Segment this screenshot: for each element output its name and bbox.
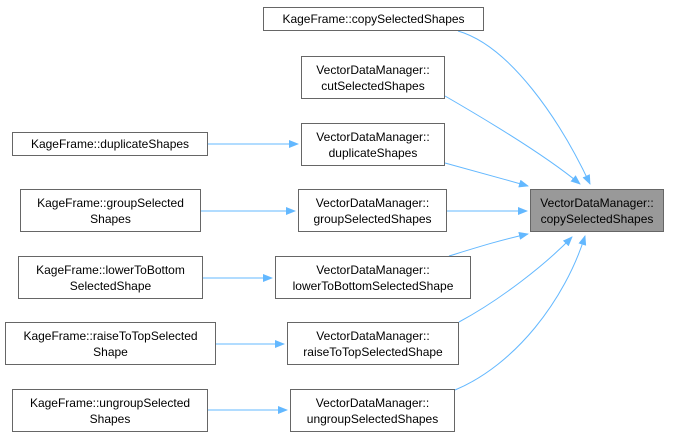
node-kageframe-lower-to-bottom-selected-shape[interactable]: KageFrame::lowerToBottom SelectedShape: [18, 256, 203, 299]
node-line: Shapes: [89, 411, 131, 426]
node-line: KageFrame::raiseToTopSelected: [23, 328, 198, 343]
node-line: copySelectedShapes: [540, 211, 654, 226]
node-vdm-cut-selected-shapes[interactable]: VectorDataManager:: cutSelectedShapes: [301, 56, 445, 99]
node-kageframe-duplicate-shapes[interactable]: KageFrame::duplicateShapes: [12, 132, 208, 156]
node-kageframe-group-selected-shapes[interactable]: KageFrame::groupSelected Shapes: [20, 189, 201, 232]
node-line: duplicateShapes: [328, 145, 418, 160]
edge-vdm_raise-to-focus: [458, 236, 573, 323]
node-line: raiseToTopSelectedShape: [303, 344, 443, 359]
node-kageframe-raise-to-top-selected-shape[interactable]: KageFrame::raiseToTopSelected Shape: [5, 322, 216, 365]
node-vdm-duplicate-shapes[interactable]: VectorDataManager:: duplicateShapes: [301, 123, 445, 166]
node-line: VectorDataManager::: [315, 395, 430, 410]
node-vdm-copy-selected-shapes: VectorDataManager:: copySelectedShapes: [530, 189, 664, 232]
node-line: VectorDataManager::: [316, 262, 430, 277]
node-line: KageFrame::ungroupSelected: [29, 395, 191, 410]
edge-vdm_cut-to-focus: [444, 95, 581, 185]
node-line: KageFrame::groupSelected: [37, 195, 184, 210]
node-line: VectorDataManager::: [316, 328, 430, 343]
node-line: VectorDataManager::: [316, 129, 430, 144]
edge-kf_copy-to-focus: [457, 30, 591, 185]
edge-vdm_lower-to-focus: [448, 231, 529, 257]
node-line: ungroupSelectedShapes: [306, 411, 439, 426]
node-line: KageFrame::lowerToBottom: [36, 262, 185, 277]
node-vdm-ungroup-selected-shapes[interactable]: VectorDataManager:: ungroupSelectedShape…: [290, 389, 455, 432]
edge-vdm_ungroup-to-focus: [454, 235, 587, 391]
node-line: groupSelectedShapes: [313, 211, 432, 226]
node-line: cutSelectedShapes: [321, 78, 425, 93]
node-kageframe-ungroup-selected-shapes[interactable]: KageFrame::ungroupSelected Shapes: [12, 389, 208, 432]
node-kageframe-copy-selected-shapes[interactable]: KageFrame::copySelectedShapes: [263, 7, 484, 31]
node-line: KageFrame::copySelectedShapes: [282, 12, 465, 26]
node-line: Shape: [93, 344, 128, 359]
node-line: VectorDataManager::: [316, 62, 430, 77]
node-line: lowerToBottomSelectedShape: [292, 278, 454, 293]
node-vdm-raise-to-top-selected-shape[interactable]: VectorDataManager:: raiseToTopSelectedSh…: [287, 322, 459, 365]
node-vdm-lower-to-bottom-selected-shape[interactable]: VectorDataManager:: lowerToBottomSelecte…: [275, 256, 471, 299]
node-line: Shapes: [90, 211, 131, 226]
node-line: VectorDataManager::: [540, 195, 654, 210]
edge-vdm_duplicate-to-focus: [444, 162, 529, 188]
node-line: VectorDataManager::: [315, 195, 430, 210]
node-line: SelectedShape: [69, 278, 152, 293]
node-line: KageFrame::duplicateShapes: [30, 137, 190, 151]
node-vdm-group-selected-shapes[interactable]: VectorDataManager:: groupSelectedShapes: [298, 189, 447, 232]
